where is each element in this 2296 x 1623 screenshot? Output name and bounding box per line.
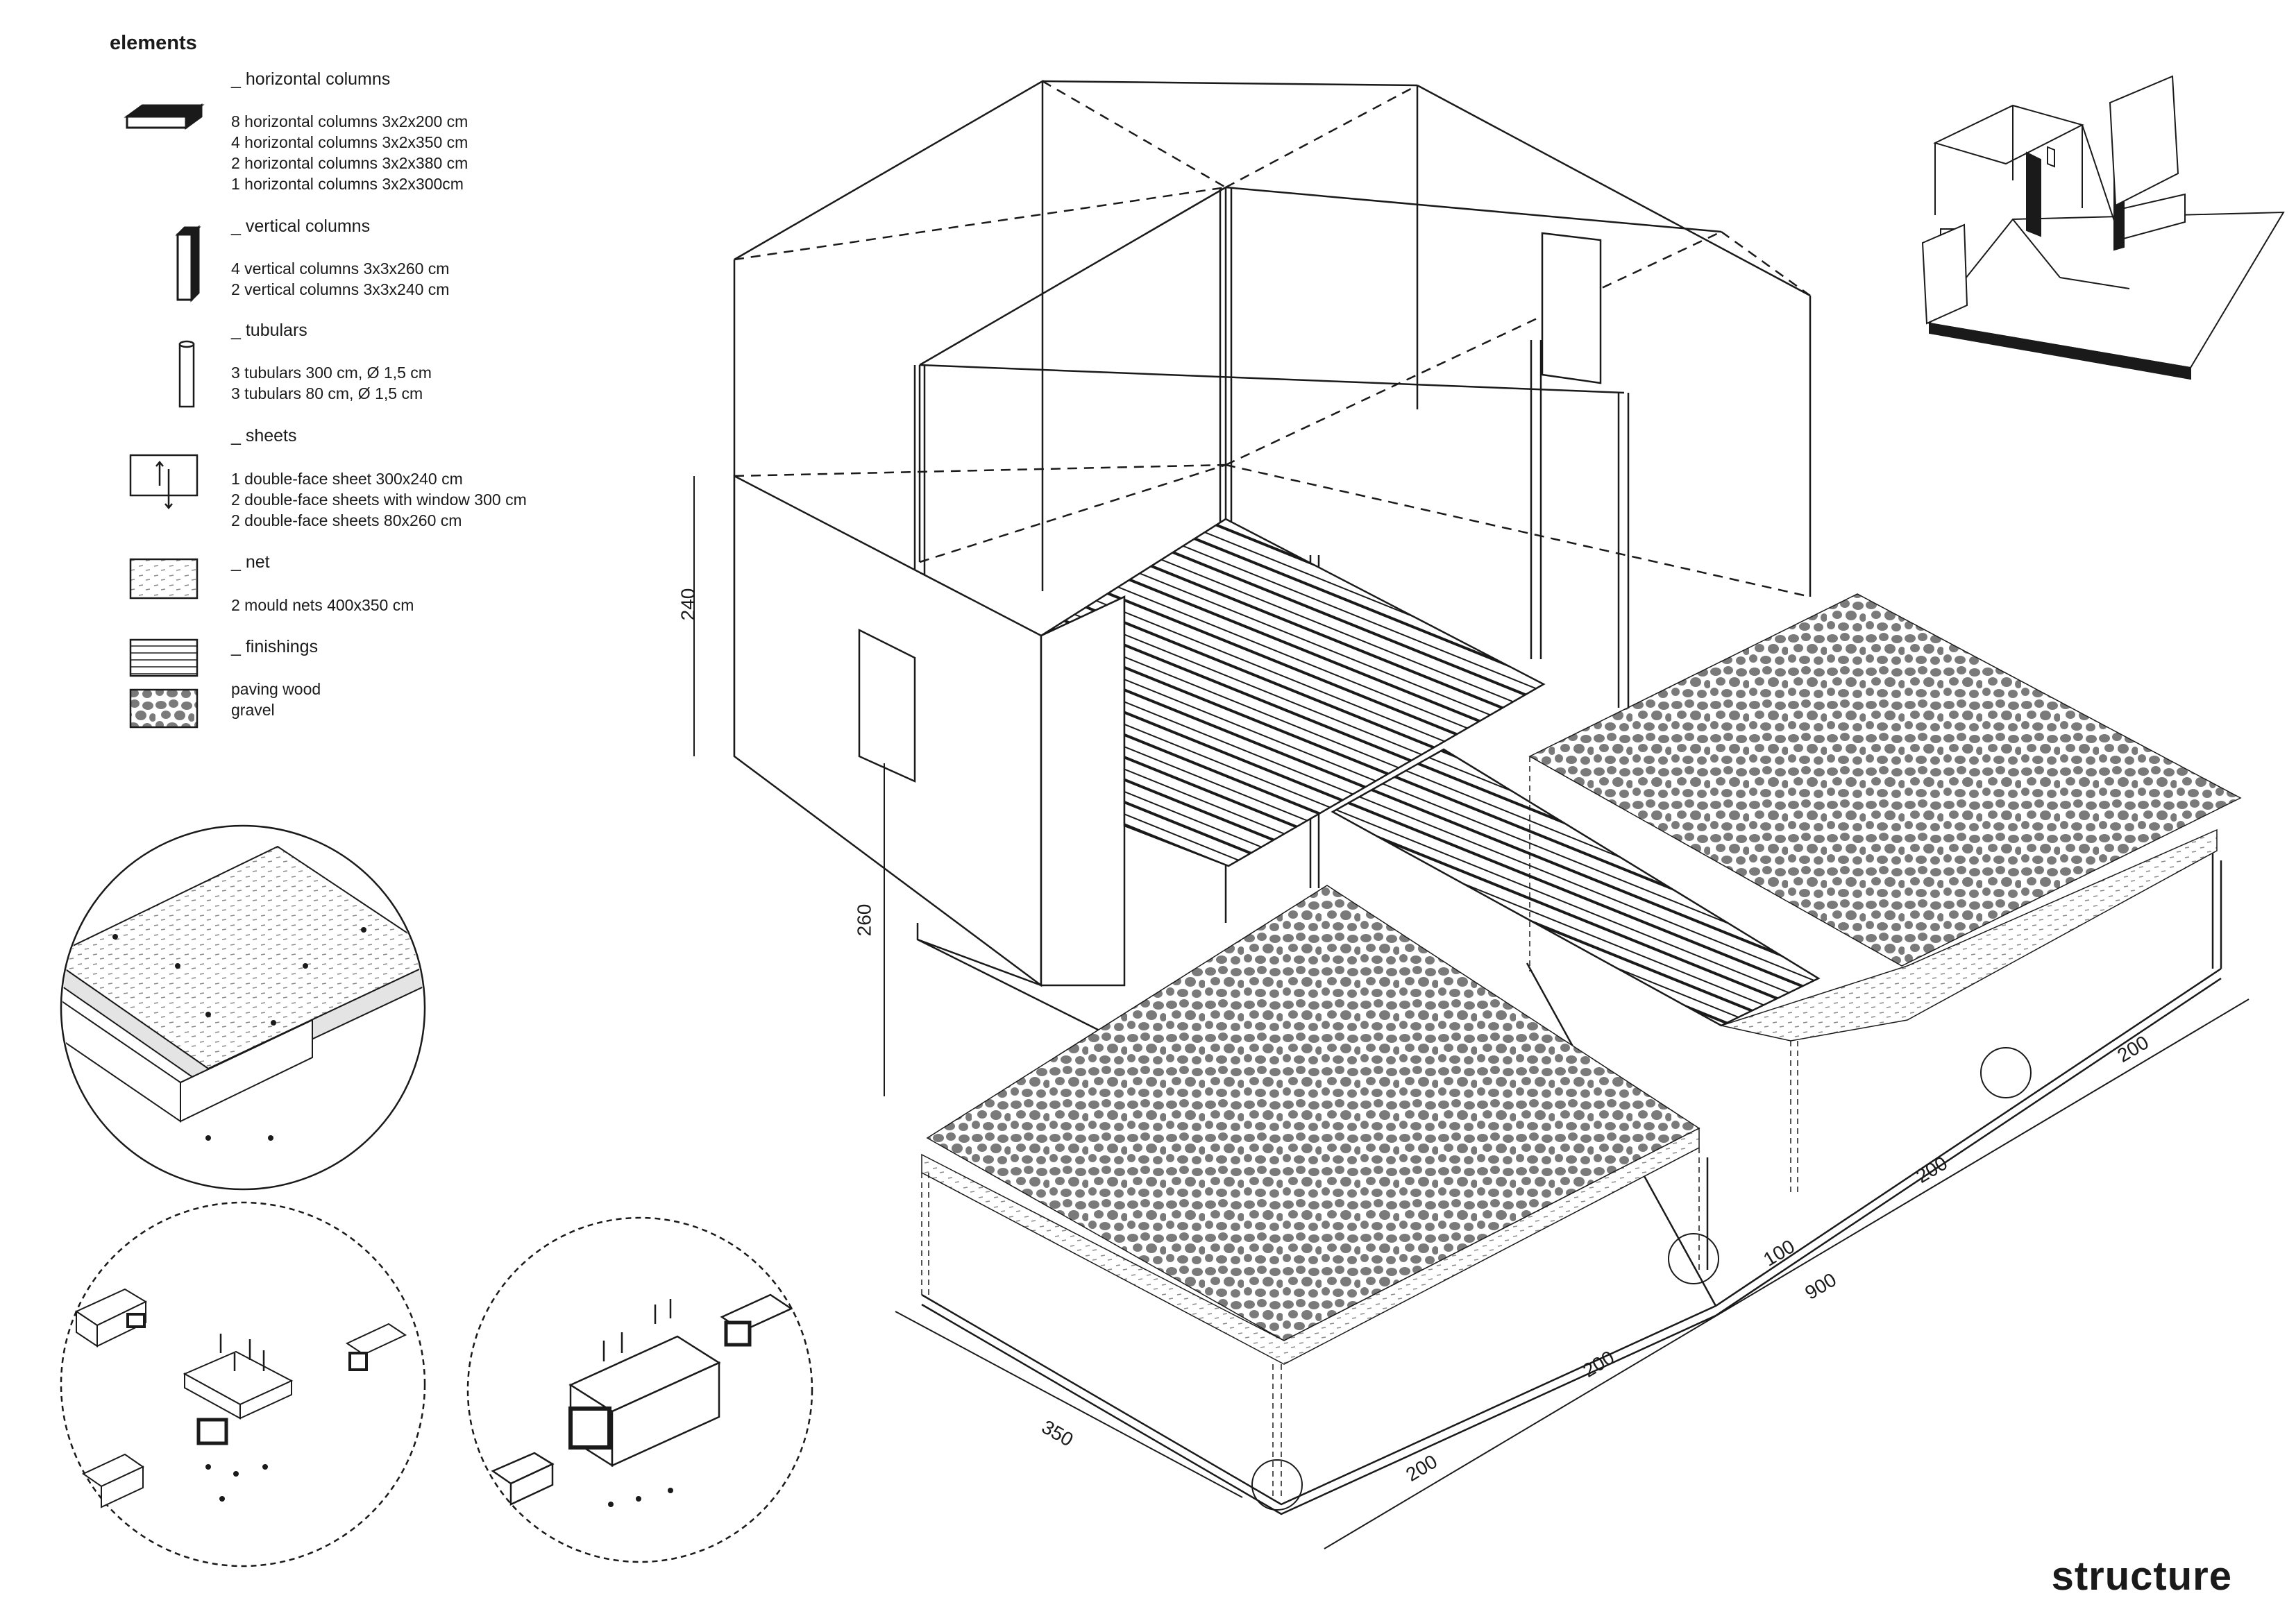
- wood-walkway: [1331, 748, 1821, 1027]
- legend-item: gravel: [231, 701, 275, 719]
- legend-item: 4 horizontal columns 3x2x350 cm: [231, 133, 469, 151]
- tubular-icon: [178, 340, 195, 408]
- joint-marker-circles: [1251, 1047, 2032, 1511]
- dimension-lines: [693, 476, 2249, 1549]
- legend-item: paving wood: [231, 680, 321, 698]
- legend-item: 2 vertical columns 3x3x240 cm: [231, 280, 450, 298]
- sheet-icon: [129, 454, 199, 509]
- legend-item: 1 double-face sheet 300x240 cm: [231, 470, 463, 488]
- legend-item: 2 double-face sheets with window 300 cm: [231, 491, 527, 509]
- legend-item: 1 horizontal columns 3x2x300cm: [231, 175, 464, 193]
- gravel-bed-left: [921, 885, 1700, 1499]
- detail-circle-joint-right: [466, 1216, 813, 1563]
- dimension-label-height-240: 240: [677, 588, 699, 621]
- upper-frame-dashed: [734, 80, 1811, 598]
- legend-title: elements: [110, 32, 197, 54]
- paving-wood-icon: [129, 638, 199, 677]
- detail-circle-net-corner: [60, 824, 426, 1191]
- gravel-bed-right: [1528, 593, 2242, 1193]
- legend-category-finishings: _ finishings: [231, 637, 319, 656]
- horizontal-column-icon: [124, 103, 205, 130]
- page-title: structure: [2051, 1554, 2232, 1599]
- legend-item: 2 mould nets 400x350 cm: [231, 596, 414, 614]
- legend-item: 2 horizontal columns 3x2x380 cm: [231, 154, 469, 172]
- front-wall-sheet: [733, 474, 1126, 987]
- legend-item: 8 horizontal columns 3x2x200 cm: [231, 112, 469, 130]
- legend-category-tubulars: _ tubulars: [231, 321, 307, 340]
- legend-item: 3 tubulars 300 cm, Ø 1,5 cm: [231, 364, 432, 382]
- axonometric-thumbnail: [1921, 75, 2285, 380]
- net-icon: [129, 558, 199, 600]
- wood-deck-upper: [1040, 518, 1546, 867]
- legend-item: 3 tubulars 80 cm, Ø 1,5 cm: [231, 384, 423, 402]
- legend-category-sheets: _ sheets: [231, 426, 297, 445]
- legend-category-vertical-columns: _ vertical columns: [231, 216, 371, 236]
- vertical-column-icon: [175, 225, 201, 303]
- detail-circle-joint-left: [60, 1201, 426, 1567]
- legend-item: 2 double-face sheets 80x260 cm: [231, 511, 462, 529]
- legend-item: 4 vertical columns 3x3x260 cm: [231, 260, 450, 278]
- base-frame: [916, 853, 2222, 1515]
- legend-category-net: _ net: [231, 552, 270, 572]
- legend-category-horizontal-columns: _ horizontal columns: [231, 69, 391, 89]
- gravel-icon: [129, 688, 199, 729]
- back-wall-window: [1541, 232, 1602, 384]
- dimension-label-height-260: 260: [853, 903, 875, 937]
